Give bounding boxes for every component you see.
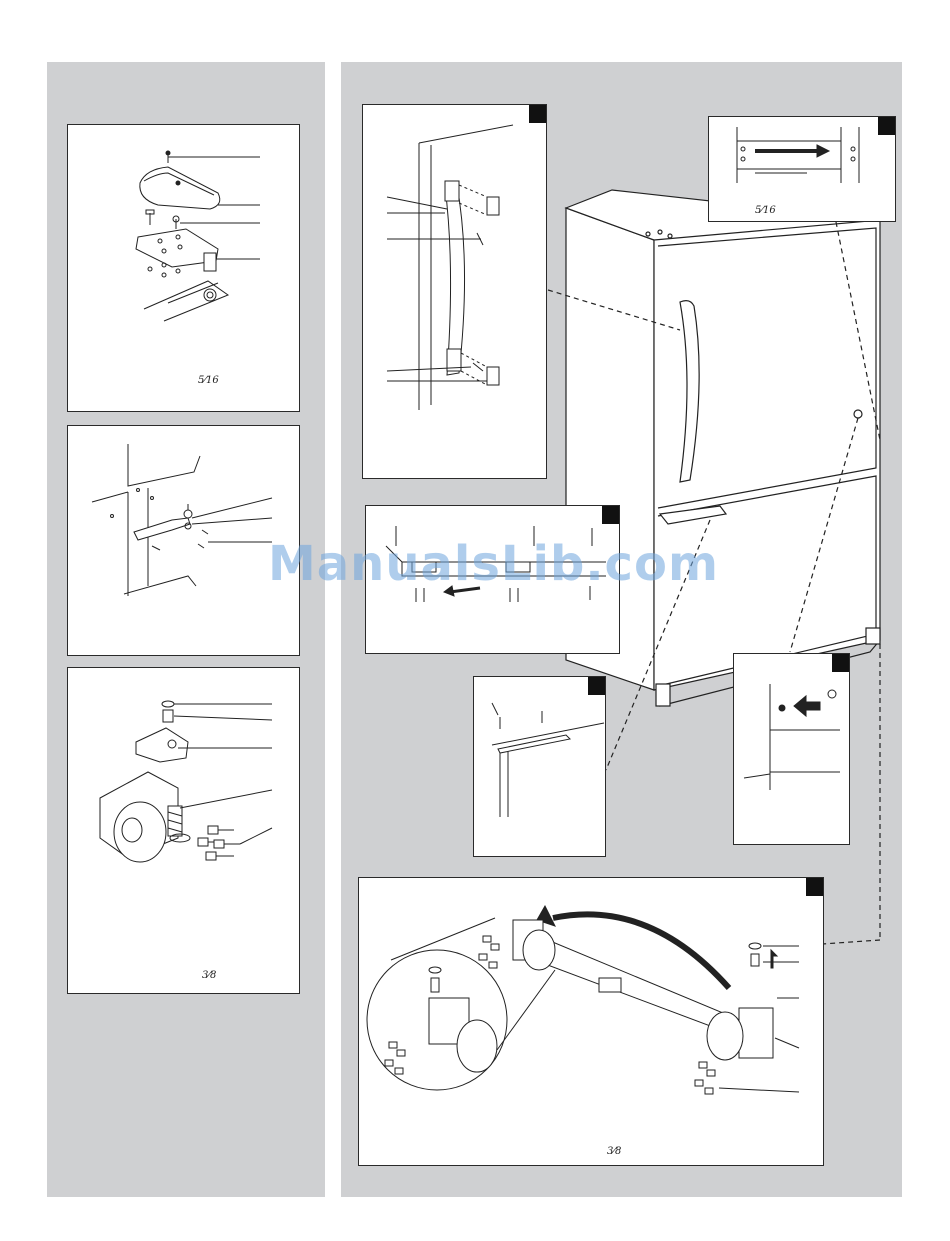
watermark: ManualsLib.com [268,536,719,592]
hinge-shift-illustration [709,117,896,222]
trim-panel [473,676,606,857]
caster-swap-measurement: 3⁄8 [607,1146,621,1157]
handle-panel [362,104,547,479]
handle-illustration [363,105,547,479]
hinge-inset-measurement: 5⁄16 [755,205,776,216]
caster-swap-illustration [359,878,824,1166]
caster-panel: 3⁄8 [67,667,300,994]
caster-swap-panel: 3⁄8 [358,877,824,1166]
trim-illustration [474,677,606,857]
plug-hole-illustration [734,654,850,845]
top-hinge-illustration [68,125,300,412]
plug-panel [733,653,850,845]
hinge-inset-panel: 5⁄16 [708,116,896,222]
hinge-screw-measurement: 5⁄16 [198,375,219,386]
caster-bolt-measurement: 3⁄8 [202,970,216,981]
top-hinge-panel: 5⁄16 [67,124,300,412]
door-bracket-panel [67,425,300,656]
door-bracket-illustration [68,426,300,656]
caster-illustration [68,668,300,994]
